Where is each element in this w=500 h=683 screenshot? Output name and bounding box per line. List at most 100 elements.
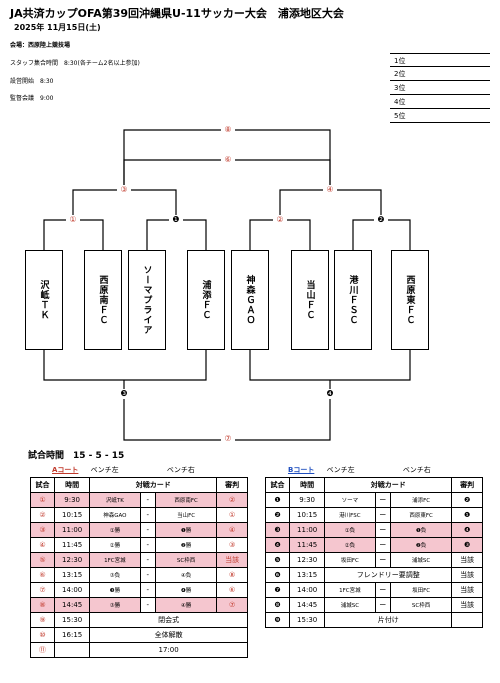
cell-away: 西原東FC	[389, 507, 453, 523]
cell-vs: -	[139, 492, 156, 508]
cell-away: 西原南FC	[154, 492, 218, 508]
cell-ref	[451, 612, 483, 628]
mark-match-b3: ❸	[117, 389, 131, 399]
team-box-8: 西原東ＦＣ	[391, 250, 429, 350]
column-header: 対戦カード	[324, 477, 453, 493]
team-box-4: 浦添ＦＣ	[187, 250, 225, 350]
cell-ref: ⑦	[216, 597, 248, 613]
cell-ref: ①	[216, 507, 248, 523]
cell-no: ❷	[264, 507, 291, 523]
cell-time: 12:30	[289, 552, 326, 568]
mark-match-8: ⑧	[221, 125, 235, 135]
cell-time: 13:15	[289, 567, 326, 583]
cell-no: ⑩	[29, 627, 56, 643]
cell-home: 港川FSC	[324, 507, 376, 523]
cell-vs: -	[139, 597, 156, 613]
mark-match-b4: ❹	[323, 389, 337, 399]
cell-time: 16:15	[54, 627, 91, 643]
cell-card: 17:00	[89, 642, 248, 658]
mark-match-b1: ❶	[169, 215, 183, 225]
bracket-line-b3	[43, 350, 207, 381]
column-header: 時間	[289, 477, 326, 493]
cell-away: SC枠西	[154, 552, 218, 568]
bracket-line-b4	[249, 350, 411, 381]
cell-time: 14:45	[289, 597, 326, 613]
team-box-2: 西原南ＦＣ	[84, 250, 122, 350]
cell-vs: -	[139, 582, 156, 598]
cell-home: ソーマ	[324, 492, 376, 508]
column-header: 対戦カード	[89, 477, 218, 493]
mark-match-6: ⑥	[221, 155, 235, 165]
cell-ref: 当該	[451, 567, 483, 583]
cell-no: ③	[29, 522, 56, 538]
cell-home: ❸勝	[89, 582, 141, 598]
column-header: 試合	[264, 477, 291, 493]
team-box-7: 港川ＦＳＣ	[334, 250, 372, 350]
cell-time: 9:30	[289, 492, 326, 508]
cell-no: ❺	[264, 552, 291, 568]
match-duration: 試合時間 15 - 5 - 15	[28, 451, 125, 461]
cell-no: ❸	[264, 522, 291, 538]
rank-2: 2位	[390, 67, 490, 81]
cell-vs: ー	[374, 597, 391, 613]
cell-home: 1FC宮城	[324, 582, 376, 598]
cell-card: 閉会式	[89, 612, 248, 628]
cell-ref: 当該	[451, 597, 483, 613]
cell-no: ❶	[264, 492, 291, 508]
cell-home: 坂田FC	[324, 552, 376, 568]
event-date: 2025年 11月15日(土)	[14, 23, 101, 32]
cell-vs: -	[139, 567, 156, 583]
cell-away: ④勝	[154, 597, 218, 613]
cell-time: 14:45	[54, 597, 91, 613]
cell-no: ②	[29, 507, 56, 523]
cell-ref: 当該	[451, 582, 483, 598]
cell-away: ❷負	[389, 537, 453, 553]
cell-vs: -	[139, 507, 156, 523]
page-title: JA共済カップOFA第39回沖縄県U-11サッカー大会 浦添地区大会	[10, 7, 344, 20]
cell-away: ❶勝	[154, 522, 218, 538]
cell-home: 神森GAO	[89, 507, 141, 523]
team-box-1: 沢岻ＴＫ	[25, 250, 63, 350]
cell-vs: ー	[374, 507, 391, 523]
cell-ref: ②	[216, 492, 248, 508]
cell-time: 11:00	[289, 522, 326, 538]
rank-1: 1位	[390, 53, 490, 67]
cell-vs: ー	[374, 552, 391, 568]
cell-card: 全体解散	[89, 627, 248, 643]
cell-no: ④	[29, 537, 56, 553]
team-box-6: 当山ＦＣ	[291, 250, 329, 350]
cell-time: 11:45	[54, 537, 91, 553]
rank-4: 4位	[390, 95, 490, 109]
rank-3: 3位	[390, 81, 490, 95]
cell-no: ⑤	[29, 552, 56, 568]
cell-time: 15:30	[289, 612, 326, 628]
cell-no: ⑨	[29, 612, 56, 628]
cell-home: ②勝	[89, 537, 141, 553]
cell-no: ❽	[264, 597, 291, 613]
cell-home: 1FC宮城	[89, 552, 141, 568]
cell-no: ❹	[264, 537, 291, 553]
cell-away: ❷勝	[154, 537, 218, 553]
cell-no: ❻	[264, 567, 291, 583]
cell-home: 浦城SC	[324, 597, 376, 613]
cell-time: 13:15	[54, 567, 91, 583]
cell-away: ④負	[154, 567, 218, 583]
cell-vs: -	[139, 522, 156, 538]
cell-away: 当山FC	[154, 507, 218, 523]
cell-vs: ー	[374, 522, 391, 538]
cell-vs: ー	[374, 582, 391, 598]
cell-ref: ③	[216, 537, 248, 553]
mark-match-b2: ❷	[374, 215, 388, 225]
mark-match-3: ③	[117, 185, 131, 195]
cell-ref: 当該	[451, 552, 483, 568]
